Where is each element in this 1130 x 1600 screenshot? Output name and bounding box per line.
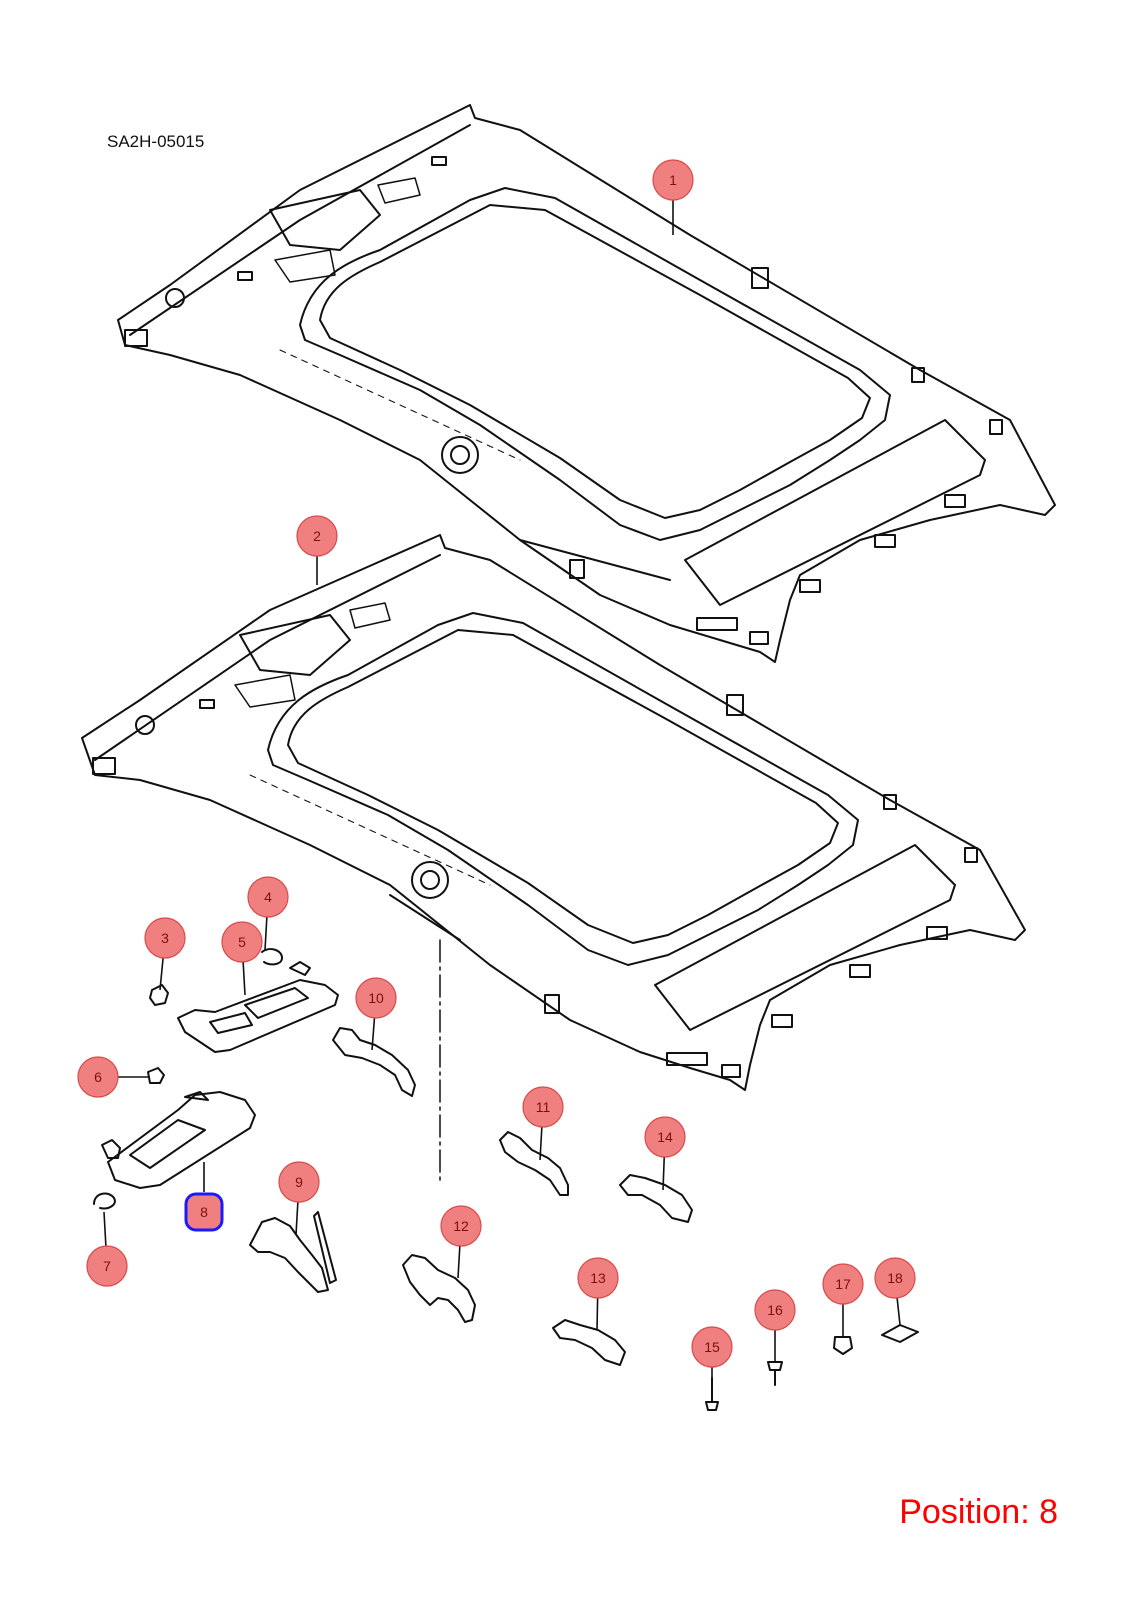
position-label: Position: 8 — [899, 1493, 1058, 1531]
visor-clip-part-3 — [149, 984, 169, 1006]
callout-label-10: 10 — [368, 990, 384, 1006]
callout-label-12: 12 — [453, 1218, 469, 1234]
callout-label-14: 14 — [657, 1129, 673, 1145]
bracket-part-12 — [402, 1254, 476, 1323]
leader-line-3 — [159, 957, 164, 991]
callout-label-13: 13 — [590, 1270, 606, 1286]
screw-part-16 — [767, 1361, 783, 1386]
callout-circle-12[interactable] — [440, 1205, 482, 1247]
nut-part-17 — [833, 1336, 853, 1355]
leader-line-10 — [371, 1017, 376, 1051]
callout-5[interactable]: 5 — [221, 921, 263, 963]
callout-circle-7[interactable] — [86, 1245, 128, 1287]
leader-line-18 — [896, 1297, 901, 1326]
callout-15[interactable]: 15 — [691, 1326, 733, 1368]
callout-label-5: 5 — [238, 934, 246, 950]
callout-8[interactable]: 8 — [184, 1192, 224, 1232]
leader-line-11 — [539, 1126, 543, 1161]
callout-label-18: 18 — [887, 1270, 903, 1286]
callout-circle-18[interactable] — [874, 1257, 916, 1299]
callout-18[interactable]: 18 — [874, 1257, 916, 1299]
callout-3[interactable]: 3 — [144, 917, 186, 959]
callout-circle-17[interactable] — [822, 1263, 864, 1305]
callout-7[interactable]: 7 — [86, 1245, 128, 1287]
callout-12[interactable]: 12 — [440, 1205, 482, 1247]
callout-14[interactable]: 14 — [644, 1116, 686, 1158]
screw-part-15 — [705, 1377, 719, 1411]
callout-circle-10[interactable] — [355, 977, 397, 1019]
callout-circle-15[interactable] — [691, 1326, 733, 1368]
callout-label-6: 6 — [94, 1069, 102, 1085]
bracket-part-9 — [249, 1211, 337, 1293]
sun-visor-part-5 — [177, 961, 339, 1053]
leader-line-9 — [295, 1201, 299, 1236]
callout-10[interactable]: 10 — [355, 977, 397, 1019]
pad-part-18 — [881, 1324, 919, 1343]
bracket-part-10 — [332, 1027, 416, 1097]
callout-circle-9[interactable] — [278, 1161, 320, 1203]
headliner-lower — [81, 534, 1026, 1091]
clip-part-6 — [147, 1067, 165, 1084]
callout-6[interactable]: 6 — [77, 1056, 119, 1098]
leader-line-4 — [264, 916, 268, 951]
callout-label-17: 17 — [835, 1276, 851, 1292]
callout-label-7: 7 — [103, 1258, 111, 1274]
callout-13[interactable]: 13 — [577, 1257, 619, 1299]
callout-label-9: 9 — [295, 1174, 303, 1190]
leader-line-5 — [242, 961, 246, 996]
grab-handle-part-14 — [619, 1174, 693, 1223]
callout-label-2: 2 — [313, 528, 321, 544]
callout-label-16: 16 — [767, 1302, 783, 1318]
leader-line-12 — [457, 1245, 461, 1279]
leader-line-7 — [103, 1211, 107, 1247]
callout-4[interactable]: 4 — [247, 876, 289, 918]
hook-part-7 — [93, 1192, 116, 1210]
drawing-code: SA2H-05015 — [107, 132, 205, 151]
callout-label-1: 1 — [669, 172, 677, 188]
callout-17[interactable]: 17 — [822, 1263, 864, 1305]
headliner-upper — [117, 104, 1056, 663]
callout-circle-14[interactable] — [644, 1116, 686, 1158]
callout-circle-13[interactable] — [577, 1257, 619, 1299]
callout-16[interactable]: 16 — [754, 1289, 796, 1331]
callout-circle-16[interactable] — [754, 1289, 796, 1331]
leader-line-13 — [596, 1297, 599, 1331]
callout-circle-11[interactable] — [522, 1086, 564, 1128]
callout-circle-6[interactable] — [77, 1056, 119, 1098]
callout-1[interactable]: 1 — [652, 159, 694, 201]
callout-label-11: 11 — [536, 1099, 551, 1115]
callout-label-15: 15 — [704, 1339, 720, 1355]
grab-handle-part-13 — [552, 1319, 626, 1366]
bracket-part-11 — [499, 1131, 569, 1196]
callout-circle-5[interactable] — [221, 921, 263, 963]
selected-callout-marker[interactable] — [184, 1192, 224, 1232]
callout-circle-4[interactable] — [247, 876, 289, 918]
callout-label-8: 8 — [200, 1204, 208, 1220]
callout-9[interactable]: 9 — [278, 1161, 320, 1203]
callout-label-4: 4 — [264, 889, 272, 905]
hook-part-4 — [261, 948, 283, 966]
callout-circle-1[interactable] — [652, 159, 694, 201]
leader-lines — [103, 200, 901, 1378]
callout-11[interactable]: 11 — [522, 1086, 564, 1128]
callout-circle-3[interactable] — [144, 917, 186, 959]
callout-label-3: 3 — [161, 930, 169, 946]
sun-visor-part-8 — [101, 1091, 256, 1189]
leader-line-14 — [662, 1156, 666, 1191]
callout-circle-2[interactable] — [296, 515, 338, 557]
callout-2[interactable]: 2 — [296, 515, 338, 557]
